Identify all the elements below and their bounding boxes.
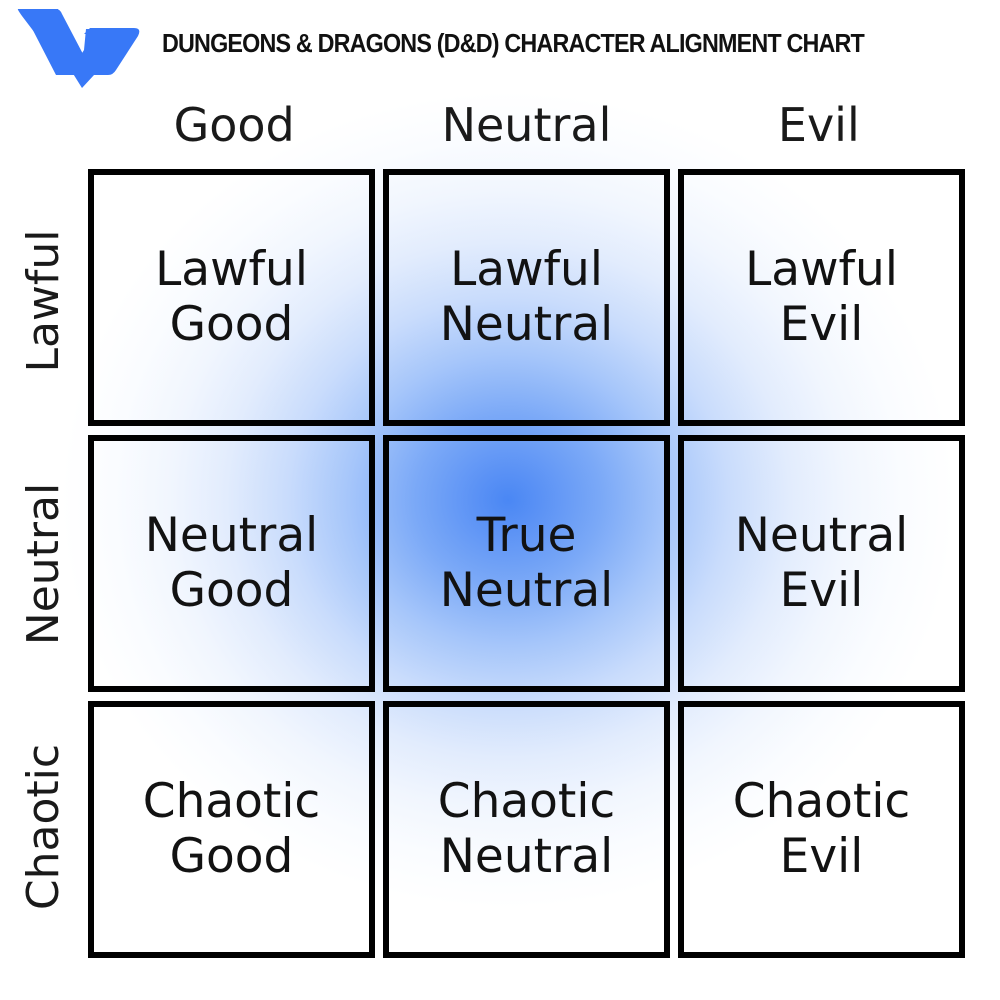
cell-neutral-good[interactable]: Neutral Good	[88, 435, 375, 692]
row-label-lawful: Lawful	[18, 228, 69, 373]
page-title: DUNGEONS & DRAGONS (D&D) CHARACTER ALIGN…	[162, 30, 865, 58]
cell-lawful-evil[interactable]: Lawful Evil	[678, 169, 965, 426]
column-header-row: Good Neutral Evil	[88, 88, 965, 162]
alignment-grid: Lawful Good Lawful Neutral Lawful Evil N…	[88, 169, 965, 958]
row-label-chaotic: Chaotic	[18, 743, 69, 910]
cell-label-chaotic-evil: Chaotic Evil	[732, 773, 911, 884]
cell-label-lawful-good: Lawful Good	[155, 241, 308, 352]
column-header-neutral: Neutral	[441, 98, 612, 152]
row-label-slot-lawful: Lawful	[8, 169, 80, 432]
row-label-column: Lawful Neutral Chaotic	[8, 169, 80, 958]
cell-neutral-evil[interactable]: Neutral Evil	[678, 435, 965, 692]
row-label-neutral: Neutral	[18, 482, 69, 645]
radial-gradient-backdrop	[0, 80, 1000, 980]
cell-label-chaotic-neutral: Chaotic Neutral	[437, 773, 616, 884]
cell-lawful-good[interactable]: Lawful Good	[88, 169, 375, 426]
cell-label-lawful-neutral: Lawful Neutral	[439, 241, 614, 352]
cell-label-neutral-evil: Neutral Evil	[734, 507, 909, 618]
column-header-good: Good	[173, 98, 295, 152]
row-label-slot-neutral: Neutral	[8, 432, 80, 695]
cell-label-chaotic-good: Chaotic Good	[142, 773, 321, 884]
row-label-slot-chaotic: Chaotic	[8, 695, 80, 958]
cell-chaotic-neutral[interactable]: Chaotic Neutral	[383, 701, 670, 958]
cell-label-true-neutral: True Neutral	[439, 507, 614, 618]
cell-chaotic-good[interactable]: Chaotic Good	[88, 701, 375, 958]
cell-label-neutral-good: Neutral Good	[144, 507, 319, 618]
cell-label-lawful-evil: Lawful Evil	[745, 241, 898, 352]
venngage-v-logo-icon	[17, 9, 140, 88]
cell-chaotic-evil[interactable]: Chaotic Evil	[678, 701, 965, 958]
page-header: DUNGEONS & DRAGONS (D&D) CHARACTER ALIGN…	[0, 0, 1000, 92]
column-header-evil: Evil	[777, 98, 860, 152]
cell-lawful-neutral[interactable]: Lawful Neutral	[383, 169, 670, 426]
cell-true-neutral[interactable]: True Neutral	[383, 435, 670, 692]
